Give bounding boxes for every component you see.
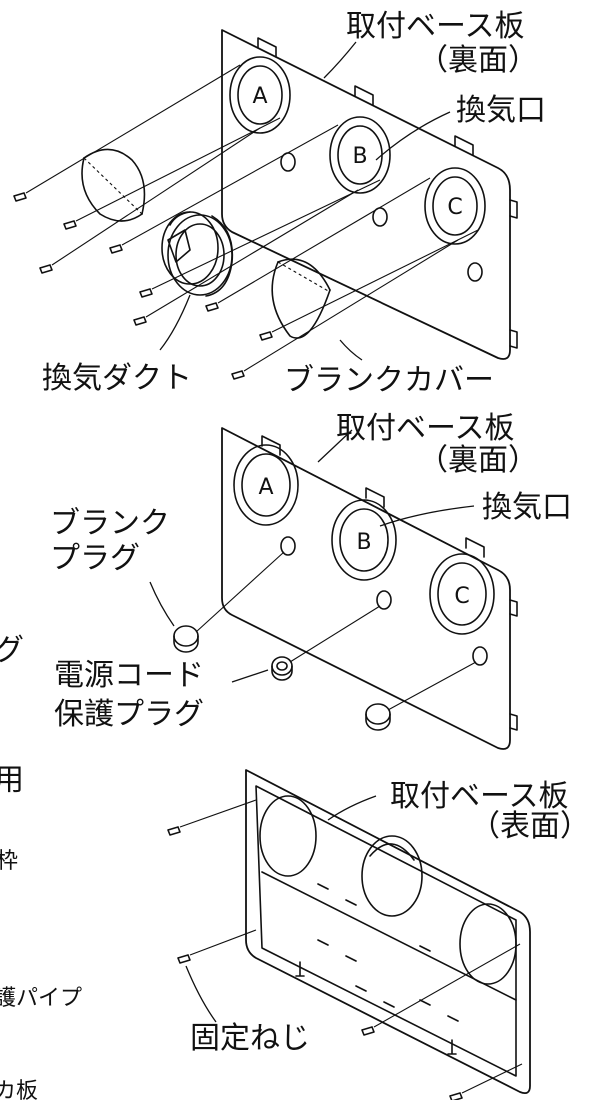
plate-tab [509, 713, 518, 731]
cropped-text-5: カ板 [0, 1079, 38, 1100]
figure-3-front: 取付ベース板 （表面） 固定ねじ [167, 769, 590, 1100]
label-front-face: （表面） [470, 809, 590, 844]
port-b-rear-1: B [329, 116, 391, 194]
power-cord-protection-plug [271, 656, 293, 681]
base-plate-rear-2 [221, 427, 511, 750]
blank-cover-upper [81, 148, 146, 222]
front-opening-b [361, 835, 423, 917]
label-vent-port-2: 換気口 [482, 490, 572, 525]
port-a-rear-1: A [229, 56, 291, 134]
blank-cover-lower [271, 258, 331, 339]
cropped-text-4: 護パイプ [0, 986, 82, 1011]
port-b-label: B [356, 530, 371, 555]
port-c-rear-1: C [424, 167, 486, 245]
port-a-rear-2: A [233, 444, 299, 526]
port-a-label: A [258, 475, 273, 500]
leader-vent-port-1 [375, 111, 451, 161]
plate-tab [257, 37, 277, 58]
figure-2-plugs: A B C 取付ベ [50, 411, 572, 750]
label-base-plate-3: 取付ベース板 [390, 779, 569, 814]
blank-plug-lower [365, 703, 391, 731]
plate-hole [467, 262, 483, 282]
guide-line [289, 605, 381, 663]
label-vent-port-1: 換気口 [456, 93, 546, 128]
plate-tab [509, 599, 518, 617]
screws-fig1 [13, 192, 273, 380]
label-cord-plug-1: 電源コード [54, 658, 204, 693]
base-plate-front [245, 769, 531, 1095]
leader-blank-cover [339, 339, 363, 361]
plate-hole [376, 590, 392, 610]
label-fixing-screw: 固定ねじ [190, 1021, 310, 1056]
port-a-label: A [252, 84, 267, 109]
guide-line [461, 1063, 523, 1094]
cropped-text-3: 枠 [0, 849, 18, 874]
figure-1-exploded-rear: A B C [13, 9, 546, 398]
plate-tab [509, 329, 518, 349]
screw-guide-lines-fig1 [25, 64, 479, 372]
plate-tab [354, 85, 374, 106]
front-opening-c [459, 903, 517, 985]
leader-base-plate-3 [327, 795, 377, 821]
port-c-rear-2: C [429, 553, 495, 635]
plate-tab [365, 487, 385, 508]
label-blank-plug-2: プラグ [50, 541, 140, 576]
plate-tab [465, 537, 485, 558]
leader-duct [159, 294, 191, 351]
plate-tab [261, 435, 281, 456]
label-cord-plug-2: 保護プラグ [54, 697, 204, 732]
base-plate-rear-1 [221, 29, 511, 360]
guide-line [179, 799, 257, 828]
plate-hole [280, 536, 296, 556]
cropped-text-1: グ [0, 633, 24, 668]
front-slots [317, 883, 459, 1022]
guide-line [189, 929, 257, 956]
label-rear-face-1: （裏面） [418, 43, 538, 78]
leader-base-plate-1 [323, 41, 357, 79]
front-opening-a [259, 795, 317, 877]
guide-line [373, 943, 521, 1028]
front-feet [295, 961, 457, 1055]
port-c-label: C [447, 195, 462, 220]
front-opening-b-duct [369, 843, 415, 861]
leader-cord-plug [231, 669, 269, 683]
guide-line [195, 551, 285, 633]
label-base-plate-2: 取付ベース板 [336, 411, 515, 446]
port-b-rear-2: B [331, 499, 397, 581]
port-c-label: C [454, 584, 469, 609]
screws-fig3 [167, 826, 463, 1100]
cropped-text-2: 用 [0, 763, 24, 798]
leader-blank-plug [149, 581, 175, 627]
plate-hole [472, 646, 488, 666]
label-blank-plug-1: ブランク [50, 506, 170, 541]
port-b-label: B [352, 144, 367, 169]
front-frame-inner [255, 785, 517, 1077]
leader-screw [185, 965, 217, 1023]
label-blank-cover: ブランクカバー [284, 363, 494, 398]
guide-line [387, 661, 477, 711]
ventilation-duct [161, 211, 234, 297]
plate-tab [454, 135, 474, 156]
plate-tab [509, 199, 518, 219]
label-base-plate-1: 取付ベース板 [346, 9, 525, 44]
label-rear-face-2: （裏面） [418, 443, 538, 478]
cropped-left-text: グ 用 枠 護パイプ カ板 [0, 633, 82, 1100]
leader-vent-port-2 [379, 505, 475, 527]
leader-base-plate-2 [317, 429, 353, 463]
label-ventilation-duct: 換気ダクト [42, 361, 192, 396]
blank-plug-upper [173, 625, 199, 653]
